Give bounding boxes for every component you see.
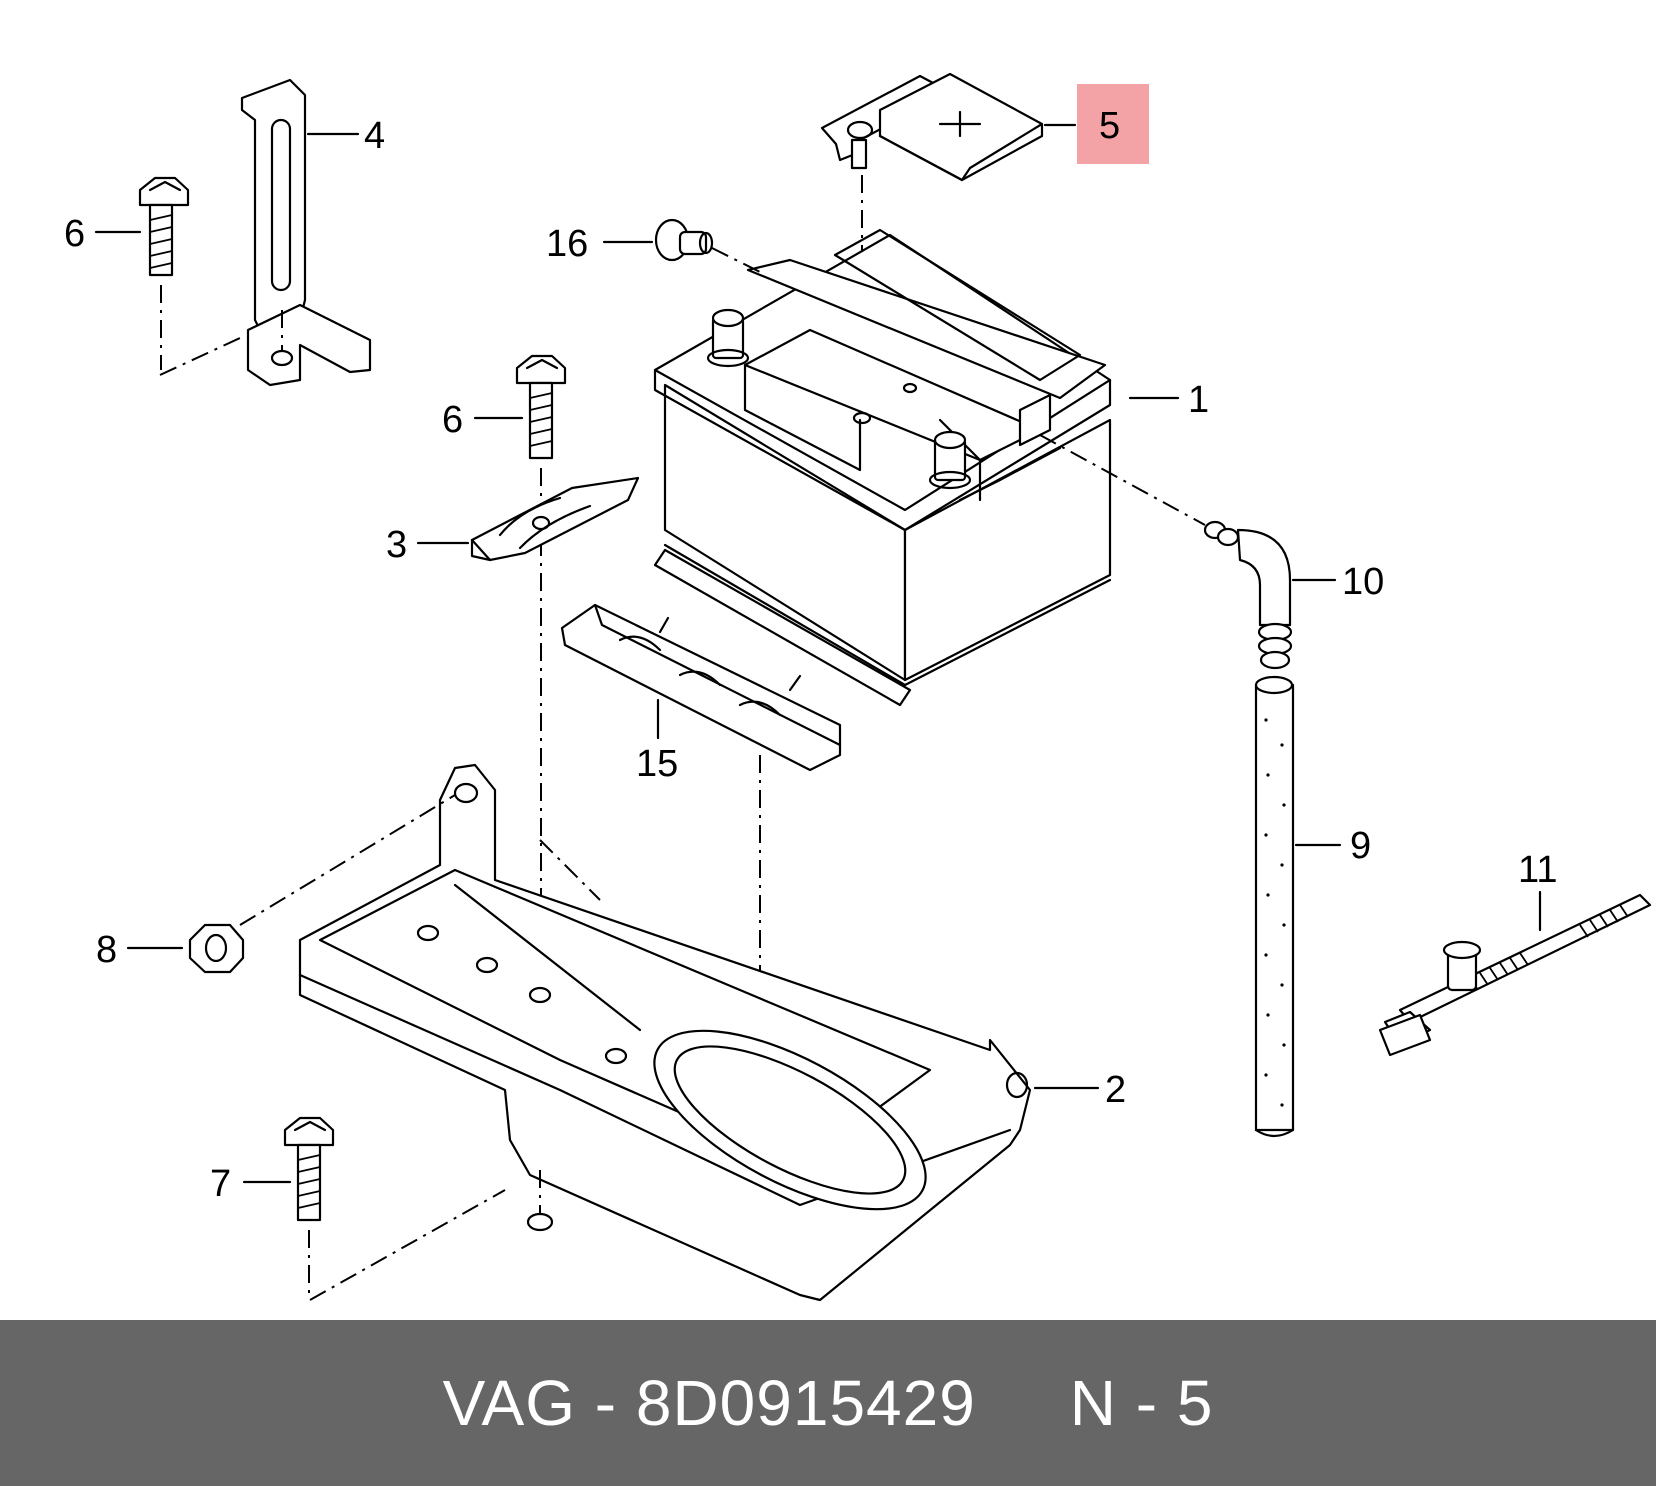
battery-mount-exploded-diagram: 5 4 6 16 6 1 3 10 15 9 11 8 2 7 [64,72,1652,1302]
callout-15[interactable]: 15 [636,743,678,785]
callout-3[interactable]: 3 [386,524,407,566]
part-6-bolt-upper [138,176,190,277]
callout-11[interactable]: 11 [1518,849,1557,891]
part-16-vent-plug [654,218,714,262]
callout-4[interactable]: 4 [364,115,385,157]
part-1-battery [653,228,1112,707]
part-9-hose [1254,675,1295,1138]
footer-brand: VAG [442,1367,576,1439]
callout-8[interactable]: 8 [96,929,117,971]
footer-text: VAG - 8D0915429 N - 5 [442,1367,1214,1439]
callout-6-upper[interactable]: 6 [64,213,85,255]
part-15-support-block [560,603,842,772]
callout-9[interactable]: 9 [1350,825,1371,867]
part-4-bracket [240,78,372,387]
callout-16[interactable]: 16 [546,223,588,265]
part-10-elbow-fitting [1203,520,1293,670]
part-8-nut [188,923,245,974]
part-5-terminal-cover [820,72,1044,182]
callout-5[interactable]: 5 [1099,105,1120,147]
part-11-cable-tie [1378,893,1652,1057]
part-3-clamp [470,476,640,562]
footer-position: N - 5 [1069,1367,1214,1439]
part-2-battery-tray [298,763,1032,1302]
leader-lines [94,123,1542,1184]
callout-5-highlight [1077,84,1149,164]
callout-7[interactable]: 7 [210,1163,231,1205]
callout-6-middle[interactable]: 6 [442,399,463,441]
part-info-footer: VAG - 8D0915429 N - 5 [0,1320,1656,1486]
callout-2[interactable]: 2 [1105,1069,1126,1111]
part-7-bolt [283,1116,335,1222]
footer-part-number: 8D0915429 [635,1367,976,1439]
part-6-bolt-middle [515,354,567,460]
callout-10[interactable]: 10 [1342,561,1384,603]
callout-1[interactable]: 1 [1188,379,1209,421]
